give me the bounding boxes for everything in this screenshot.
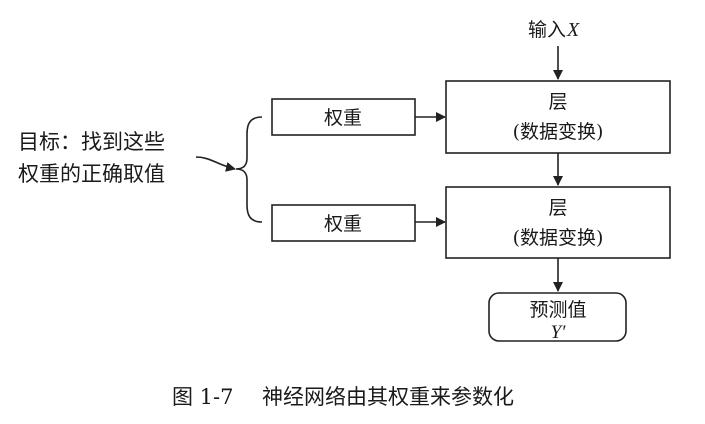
goal-line-2: 权重的正确取值 — [18, 162, 165, 186]
caption-number: 图 1-7 — [172, 385, 234, 409]
caption-text: 神经网络由其权重来参数化 — [262, 385, 514, 409]
weight-2-rect — [271, 204, 416, 242]
weight-box-1: 权重 — [271, 98, 416, 136]
curly-brace — [235, 116, 263, 223]
goal-line-1: 目标：找到这些 — [18, 130, 165, 154]
layer-box-2: 层 (数据变换) — [445, 186, 671, 259]
input-label: 输入 X — [528, 19, 580, 41]
layer-box-1: 层 (数据变换) — [445, 80, 671, 154]
layer-1-title: 层 — [548, 91, 567, 113]
input-variable: X — [566, 19, 580, 41]
prediction-variable: Y′ — [551, 322, 567, 343]
goal-annotation: 目标：找到这些 权重的正确取值 — [18, 130, 165, 186]
layer-2-rect — [445, 186, 671, 259]
figure-caption: 图 1-7 神经网络由其权重来参数化 — [172, 385, 514, 409]
prediction-title: 预测值 — [529, 299, 586, 321]
input-label-text: 输入 — [528, 19, 566, 41]
weight-box-2: 权重 — [271, 204, 416, 242]
weight-1-label: 权重 — [324, 107, 362, 129]
prediction-rect — [488, 292, 627, 342]
prediction-box: 预测值 Y′ — [488, 292, 627, 343]
weight-2-label: 权重 — [324, 213, 362, 235]
layer-2-title: 层 — [548, 197, 567, 219]
layer-2-subtitle: (数据变换) — [513, 227, 604, 249]
layer-1-subtitle: (数据变换) — [513, 121, 604, 143]
goal-pointer-arrow — [195, 156, 236, 172]
